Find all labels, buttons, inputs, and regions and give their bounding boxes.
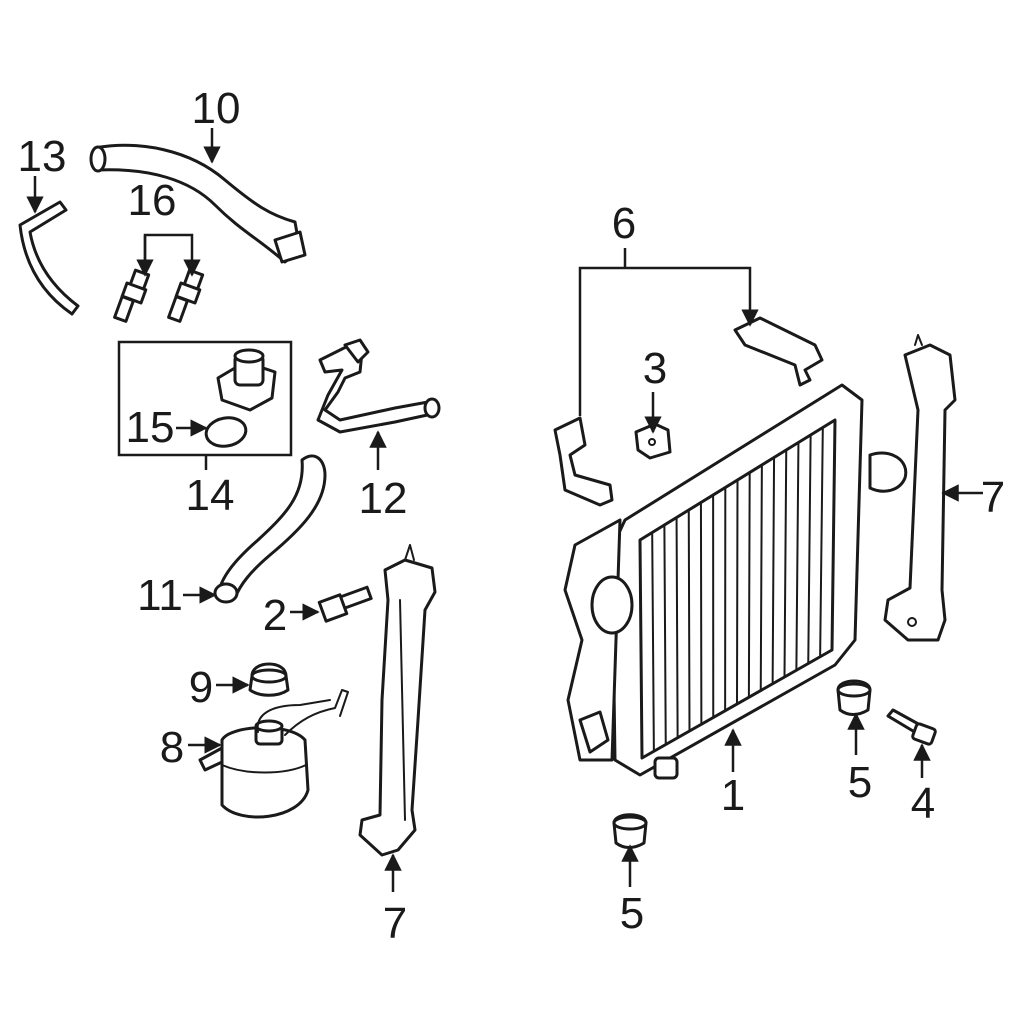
radiator-fin — [759, 464, 763, 692]
part-13-bent-tube[interactable] — [18, 200, 80, 316]
callout-1: 1 — [721, 771, 745, 820]
callout-8: 8 — [160, 723, 184, 772]
part-15-gasket[interactable] — [204, 415, 248, 450]
radiator-fin — [771, 456, 776, 685]
callout-5-lower: 5 — [620, 889, 644, 938]
part-7-deflector-right[interactable] — [883, 334, 957, 642]
part-16-sensor-right[interactable] — [167, 268, 205, 323]
part-11-lower-hose[interactable] — [213, 454, 327, 604]
part-16-sensor-left[interactable] — [113, 268, 151, 323]
callout-2: 2 — [263, 591, 287, 640]
callout-5-upper: 5 — [848, 758, 872, 807]
radiator-fin — [663, 524, 667, 746]
part-12-heater-hose[interactable] — [316, 338, 441, 434]
callout-3: 3 — [643, 344, 667, 393]
radiator-fin — [807, 434, 812, 665]
radiator-fin — [736, 479, 739, 705]
part-6-bracket-right[interactable] — [733, 316, 824, 387]
radiator-fin — [795, 441, 800, 672]
callout-6: 6 — [612, 199, 636, 248]
part-5-mount-upper[interactable] — [836, 679, 872, 716]
part-6-bracket-left[interactable] — [553, 416, 614, 507]
part-5-mount-lower[interactable] — [612, 813, 648, 849]
callout-16: 16 — [128, 176, 177, 225]
radiator-fin — [819, 426, 824, 658]
radiator-fin — [783, 449, 788, 678]
part-1-radiator[interactable] — [563, 383, 908, 780]
leader-lines — [26, 128, 983, 892]
part-8-reservoir[interactable] — [198, 689, 349, 819]
part-4-drain-plug[interactable] — [886, 708, 937, 746]
callout-7-left: 7 — [383, 899, 407, 948]
callout-13: 13 — [18, 132, 67, 181]
part-7-deflector-left[interactable] — [358, 544, 437, 857]
callout-10: 10 — [192, 84, 241, 133]
radiator-fin — [675, 516, 679, 739]
part-9-cap[interactable] — [248, 662, 290, 697]
radiator-fin — [651, 531, 655, 753]
callout-15: 15 — [126, 403, 175, 452]
radiator-fin — [687, 509, 691, 732]
callout-11: 11 — [137, 571, 183, 620]
part-2-bolt[interactable] — [317, 585, 373, 623]
part-10-upper-hose[interactable] — [89, 143, 307, 264]
callout-12: 12 — [359, 474, 408, 523]
callout-9: 9 — [189, 663, 213, 712]
radiator-fin — [747, 471, 751, 699]
callout-14: 14 — [186, 471, 235, 520]
callout-7-right: 7 — [981, 473, 1005, 522]
part-14-thermostat-housing[interactable] — [216, 348, 277, 412]
callout-4: 4 — [911, 779, 935, 828]
